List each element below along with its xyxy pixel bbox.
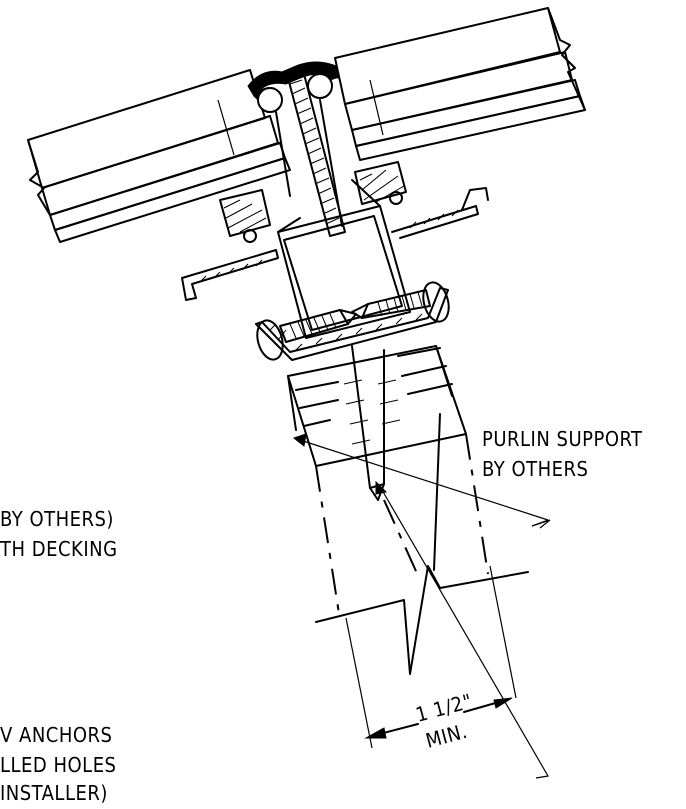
shims-line1: BY OTHERS) [0,507,114,531]
anchors-line1: V ANCHORS [0,723,112,747]
gasket-bead-left [243,229,257,243]
gasket-right [354,161,407,205]
gasket-bead-right [389,191,403,205]
leader-shims [292,433,551,529]
dimension-1-1-2-min: 1 1/2" MIN. [345,565,517,753]
screw-left [256,309,357,361]
receptor-extrusion [181,179,489,339]
purlin-support [287,345,529,675]
base-clip [255,287,449,361]
leader-anchors [375,480,549,779]
dimension-value: 1 1/2" [413,689,475,727]
right-panel [334,7,586,161]
anchors-line3: INSTALLER) [0,781,108,804]
backer-rod-left [257,87,283,113]
left-panel [27,69,291,243]
roof-panel-assembly [27,7,586,243]
shims-line2: TH DECKING [0,537,118,561]
anchors-line2: LLED HOLES [0,753,116,777]
purlin-support-line1: PURLIN SUPPORT [482,427,643,451]
callout-purlin-support: PURLIN SUPPORT BY OTHERS [482,427,643,481]
center-spline [275,73,346,237]
backer-rod-right [307,73,333,99]
callout-shims: BY OTHERS) TH DECKING [0,507,118,561]
purlin-support-line2: BY OTHERS [482,457,588,481]
callout-anchors: V ANCHORS LLED HOLES INSTALLER) [0,723,116,805]
gasket-left [219,189,271,237]
